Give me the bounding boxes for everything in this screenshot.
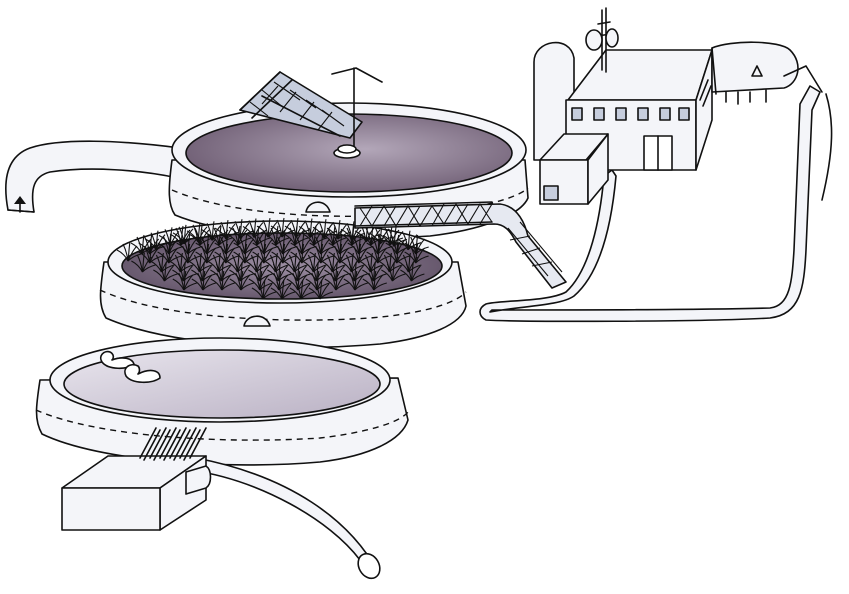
control-building [540, 8, 712, 204]
reed-bed [100, 218, 466, 347]
polishing-pond [36, 338, 408, 465]
door-icon [644, 136, 672, 170]
inlet-pipe [6, 141, 180, 212]
